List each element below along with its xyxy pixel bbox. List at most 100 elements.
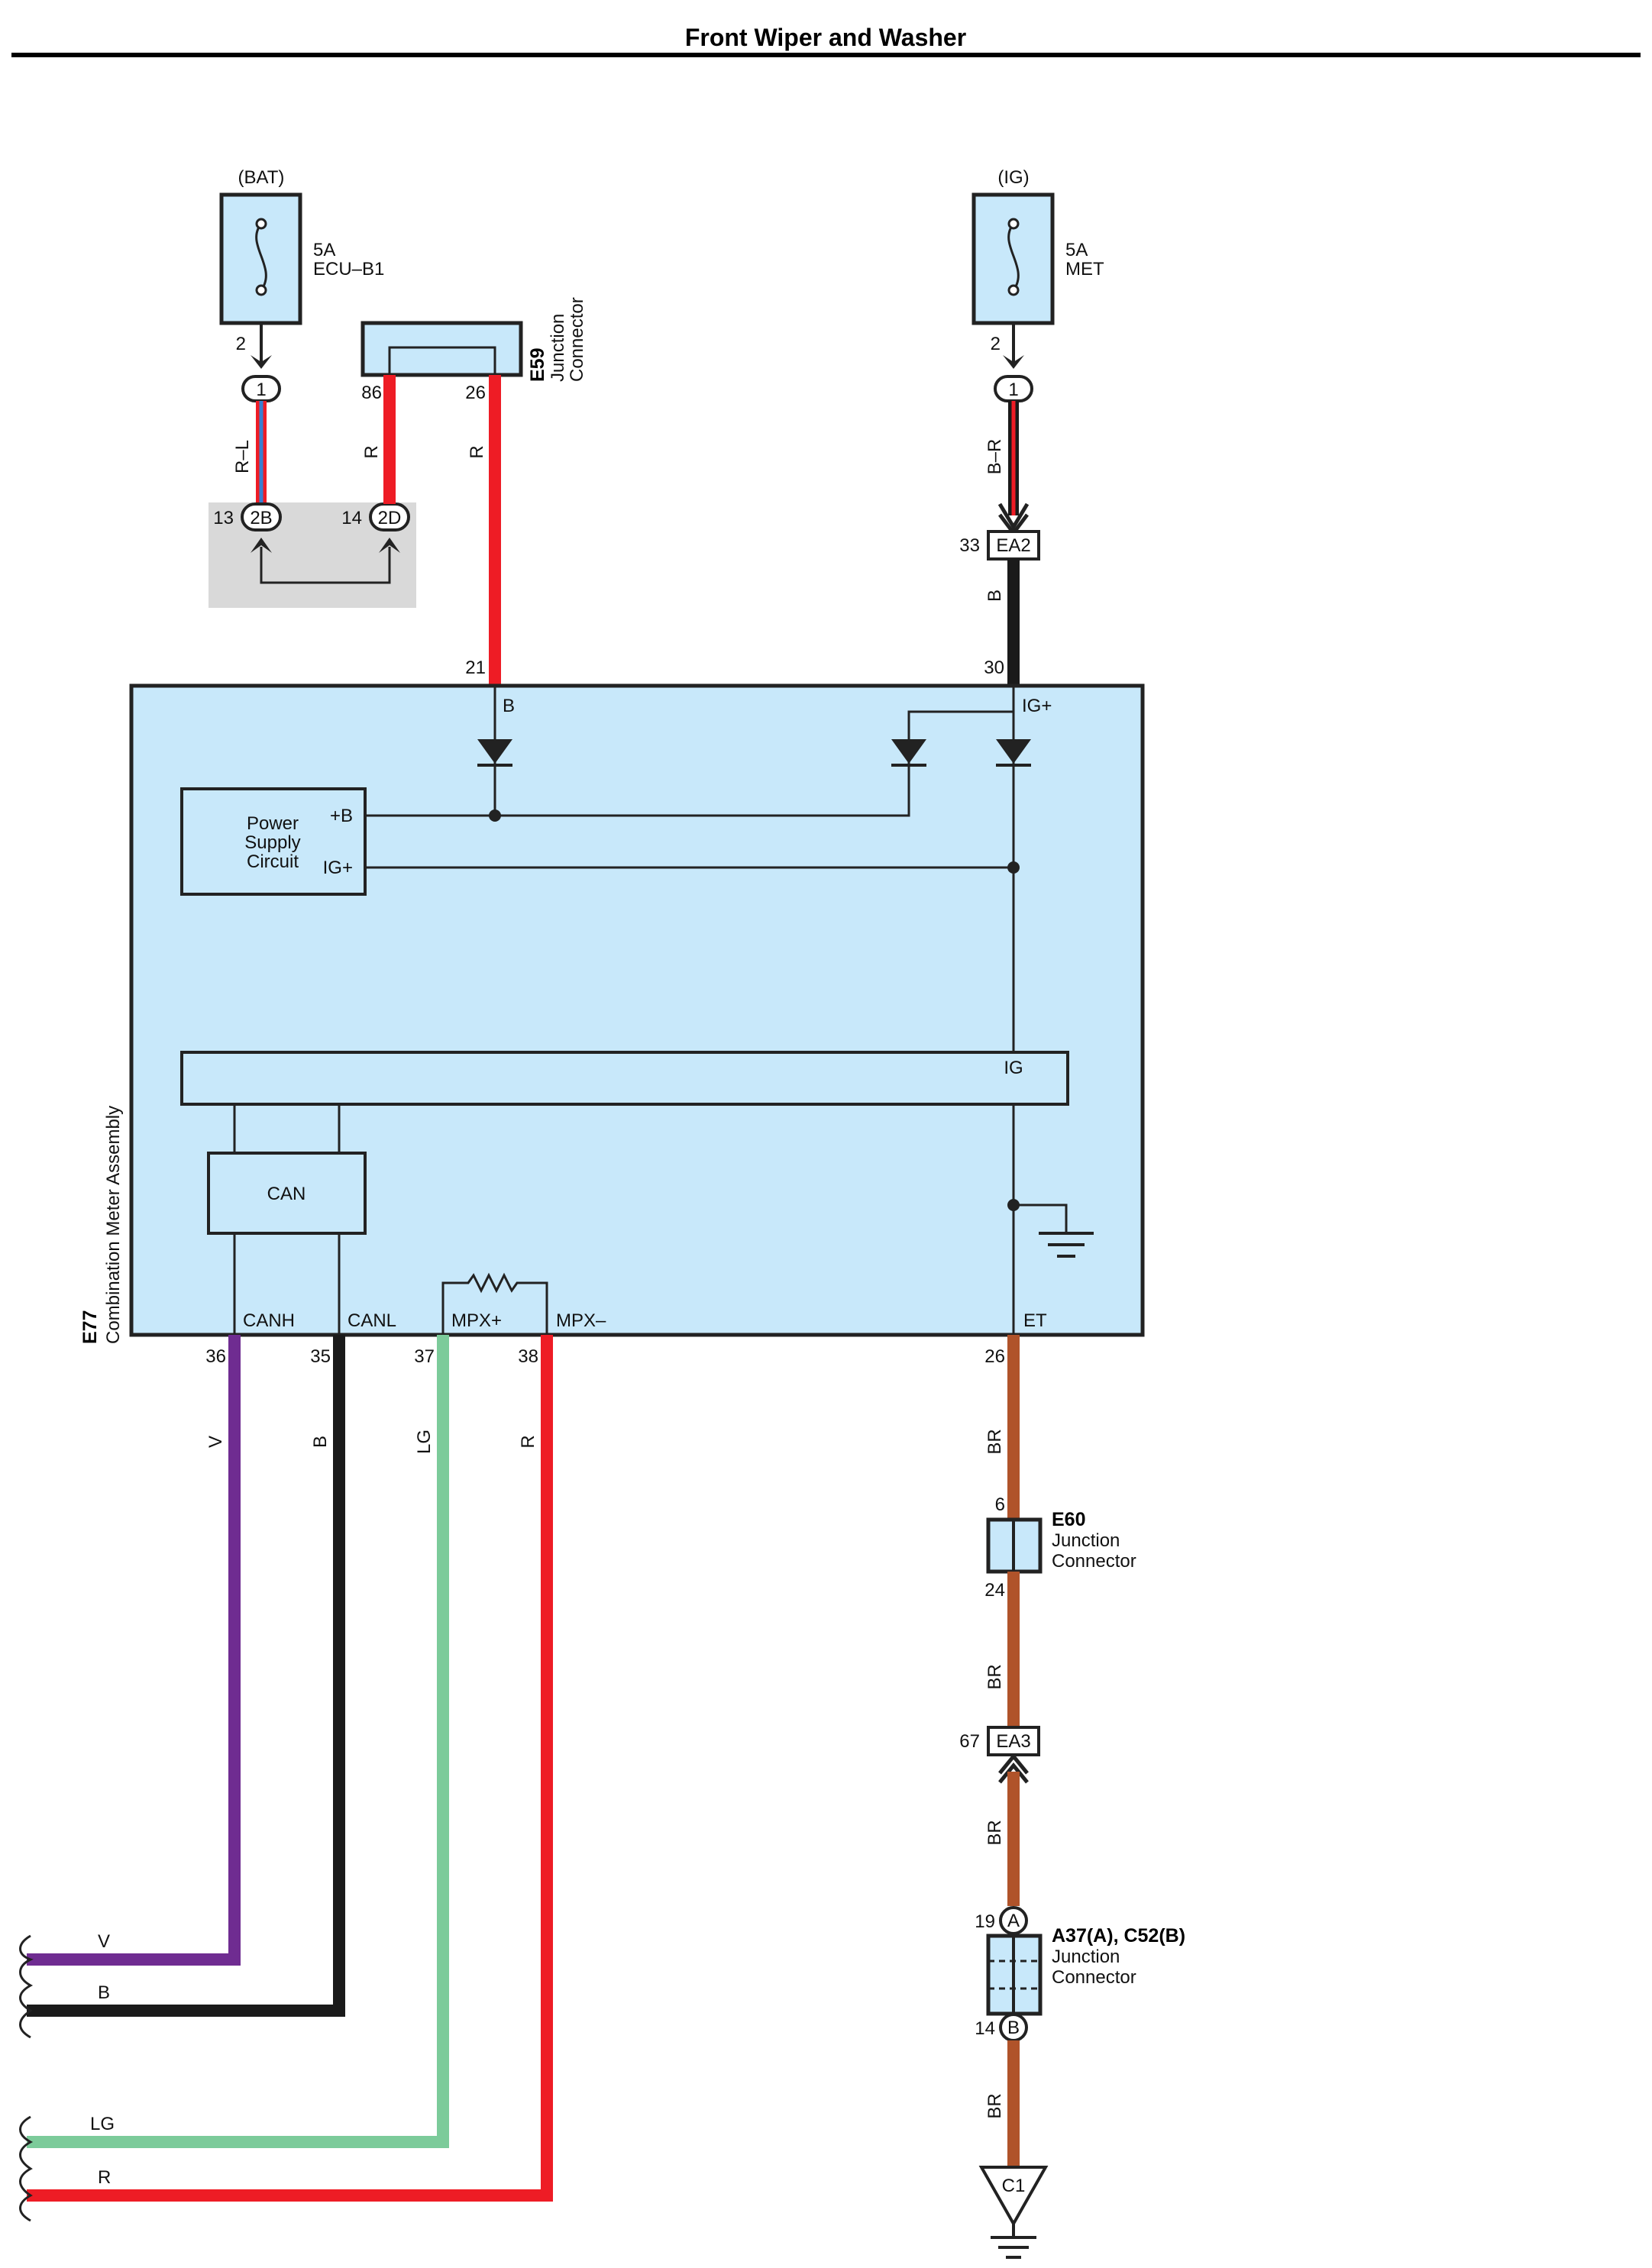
svg-text:Supply: Supply [244, 832, 300, 853]
svg-text:Junction: Junction [1052, 1530, 1120, 1551]
meter-code: E77 [79, 1310, 101, 1344]
ground-c1-icon [978, 2166, 1049, 2228]
svg-text:B: B [98, 1982, 110, 2003]
svg-text:V: V [205, 1436, 226, 1448]
svg-text:1: 1 [256, 380, 266, 400]
mpx-resistor-icon [441, 1272, 548, 1335]
fuse-ecu-b1-element-icon [255, 223, 267, 291]
svg-text:B–R: B–R [984, 439, 1005, 475]
svg-text:BR: BR [984, 1429, 1005, 1454]
svg-text:LG: LG [414, 1430, 435, 1454]
e59-code: E59 [527, 348, 548, 382]
break-mark-icon [19, 2115, 34, 2222]
svg-text:33: 33 [959, 535, 980, 556]
svg-text:2D: 2D [378, 508, 402, 528]
svg-text:C1: C1 [1002, 2176, 1026, 2196]
svg-text:EA3: EA3 [996, 1731, 1030, 1752]
svg-text:BR: BR [984, 1664, 1005, 1689]
svg-text:Junction: Junction [1052, 1947, 1120, 1967]
wire-lg [27, 1335, 449, 2148]
bat-arrow-icon [251, 355, 272, 369]
svg-text:67: 67 [959, 1731, 980, 1752]
svg-text:B: B [984, 590, 1005, 602]
svg-text:19: 19 [975, 1911, 995, 1932]
svg-text:R: R [98, 2167, 111, 2188]
connector-2d-arrow-icon [379, 538, 400, 553]
fuse-met-amp: 5A [1065, 240, 1088, 260]
svg-text:ET: ET [1023, 1310, 1047, 1331]
svg-text:R: R [518, 1435, 538, 1448]
wire-b-canl [27, 1335, 345, 2017]
fuse-ecu-b1-pin: 2 [236, 334, 246, 354]
fuse-ecu-b1 [219, 192, 302, 325]
svg-text:Circuit: Circuit [247, 851, 299, 872]
fuse-ecu-b1-name: ECU–B1 [313, 259, 384, 279]
diode-ig1-icon [891, 739, 926, 764]
connector-2b-arrow-icon [251, 538, 272, 553]
svg-text:CANL: CANL [348, 1310, 396, 1331]
e60-code: E60 [1052, 1509, 1085, 1530]
svg-text:6: 6 [995, 1494, 1005, 1515]
wire-v [27, 1335, 241, 1966]
svg-text:IG: IG [1004, 1058, 1023, 1078]
power-supply-circuit [180, 787, 367, 896]
a37-marker-a [999, 1906, 1028, 1935]
svg-text:BR: BR [984, 1820, 1005, 1845]
internal-ground-icon [1014, 1203, 1068, 1233]
svg-text:IG+: IG+ [323, 858, 353, 878]
ea3-arrow-icon [998, 1753, 1029, 1775]
a37-code: A37(A), C52(B) [1052, 1925, 1185, 1947]
svg-text:LG: LG [90, 2114, 115, 2134]
svg-text:IG+: IG+ [1022, 696, 1052, 716]
svg-text:86: 86 [361, 383, 382, 403]
diode-ig2-icon [996, 739, 1031, 764]
svg-text:26: 26 [984, 1346, 1005, 1367]
svg-text:EA2: EA2 [996, 535, 1030, 556]
svg-text:14: 14 [341, 508, 362, 528]
svg-text:Junction: Junction [548, 314, 568, 382]
svg-text:1: 1 [1008, 380, 1018, 400]
diode-b-icon [477, 739, 512, 764]
svg-text:38: 38 [518, 1346, 538, 1367]
connector-ea3 [987, 1726, 1040, 1756]
svg-text:R: R [361, 445, 382, 458]
svg-text:MPX–: MPX– [556, 1310, 606, 1331]
ig-arrow-icon [1003, 355, 1024, 369]
svg-text:+B: +B [330, 806, 353, 826]
svg-text:13: 13 [213, 508, 234, 528]
fuse-met-name: MET [1065, 259, 1104, 279]
svg-text:Connector: Connector [567, 297, 587, 382]
svg-text:21: 21 [465, 657, 486, 678]
svg-text:14: 14 [975, 2018, 995, 2039]
combination-meter-assembly [129, 683, 1145, 1337]
svg-text:B: B [503, 696, 515, 716]
svg-text:B: B [310, 1436, 331, 1448]
svg-text:CANH: CANH [243, 1310, 295, 1331]
svg-text:26: 26 [465, 383, 486, 403]
svg-text:2: 2 [991, 334, 1001, 354]
svg-text:CAN: CAN [267, 1184, 306, 1204]
e59-junction-connector [360, 321, 523, 377]
fuse-met-element-icon [1007, 223, 1020, 291]
svg-text:V: V [98, 1931, 110, 1952]
ig-bus [180, 1051, 1069, 1106]
svg-text:Connector: Connector [1052, 1967, 1136, 1988]
ig-source-label: (IG) [997, 167, 1029, 188]
fuse-ecu-b1-amp: 5A [313, 240, 335, 260]
break-mark-icon [19, 1934, 34, 2039]
wire-r-mpx [27, 1335, 553, 2202]
svg-text:B: B [1007, 2018, 1020, 2038]
svg-text:36: 36 [205, 1346, 226, 1367]
ea2-arrow-icon [997, 502, 1030, 531]
svg-text:30: 30 [984, 657, 1004, 678]
junction-link [260, 547, 391, 584]
page-title: Front Wiper and Washer [685, 24, 966, 51]
svg-text:Power: Power [247, 813, 299, 834]
connector-2b [241, 502, 282, 531]
svg-text:37: 37 [414, 1346, 435, 1367]
svg-text:24: 24 [984, 1580, 1005, 1601]
fuse-met [971, 192, 1055, 325]
wire-r-l-label: R–L [232, 440, 253, 473]
svg-text:MPX+: MPX+ [451, 1310, 502, 1331]
